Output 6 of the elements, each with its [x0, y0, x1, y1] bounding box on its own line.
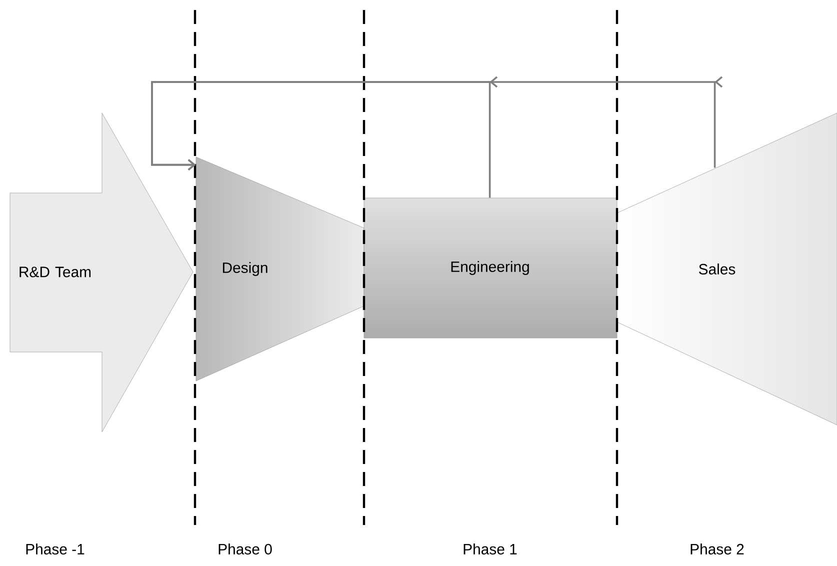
phase-label: Phase -1	[26, 544, 84, 554]
phase-label: Phase 1	[464, 544, 517, 554]
process-box: Engineering	[364, 198, 618, 338]
phase-label: Phase 0	[218, 544, 272, 554]
phase-label: Phase 2	[690, 544, 744, 554]
arrow	[151, 76, 723, 170]
